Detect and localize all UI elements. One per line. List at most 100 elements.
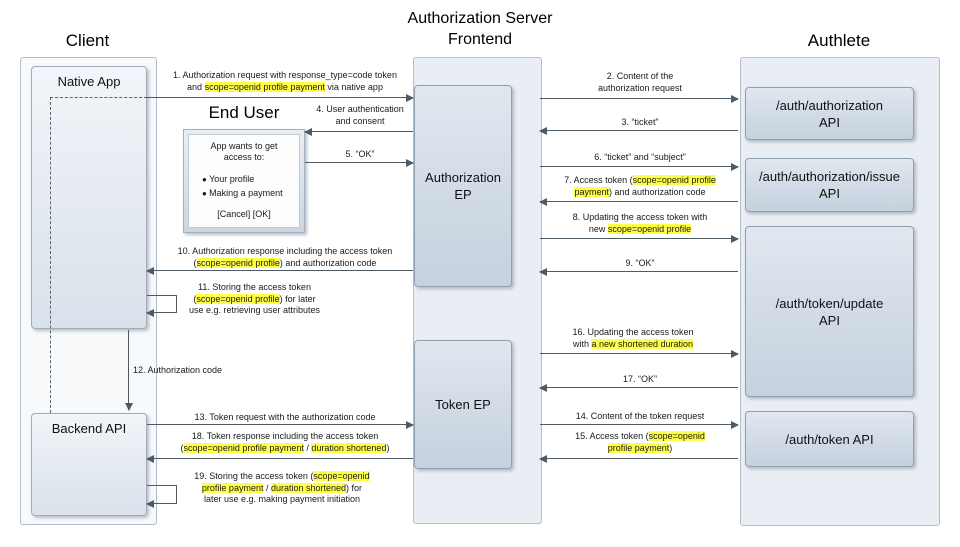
message-7-line2: payment) and authorization code [574,186,706,197]
authlete-label: Authlete [807,31,871,50]
message-10-line2: (scope=openid profile) and authorization… [193,257,377,268]
message-16-line2: with a new shortened duration [572,338,694,349]
consent-scope-list: Your profile Making a payment [202,173,299,200]
backend-api-box-label: Backend API [51,421,127,436]
auth-authorization-issue-api-box: /auth/authorization/issue API [745,158,914,212]
message-1-label: 1. Authorization request with response_t… [160,70,410,93]
message-8-line1: 8. Updating the access token with [572,212,708,222]
auth-authorization-issue-api-label: /auth/authorization/issue API [759,168,900,202]
message-15-label: 15. Access token (scope=openid profile p… [555,431,725,454]
message-17-label: 17. “OK” [555,374,725,386]
token-ep-box: Token EP [414,340,512,469]
message-19-line1: 19. Storing the access token (scope=open… [194,471,370,481]
message-6-arrow [540,162,739,171]
message-9-label: 9. “OK” [555,258,725,270]
consent-dialog-body: App wants to get access to: Your profile… [188,134,300,228]
consent-scope-item: Your profile [202,173,299,187]
message-16-arrow [540,349,739,358]
message-4-line2: and consent [335,115,385,126]
authorization-ep-box-label: Authorization EP [425,169,501,203]
message-15-line2: profile payment) [607,442,673,453]
message-9-arrow [539,267,738,276]
message-19-line2: profile payment / duration shortened) fo… [201,482,363,493]
message-5-line1: 5. “OK” [345,149,375,159]
message-2-line2: authorization request [597,82,683,93]
message-18-arrow [146,454,413,463]
message-1-arrow [147,93,414,102]
message-10-arrow [146,266,413,275]
message-11-line3: use e.g. retrieving user attributes [188,305,321,315]
message-14-label: 14. Content of the token request [555,411,725,423]
message-6-label: 6. “ticket” and “subject” [555,152,725,164]
consent-scope-item: Making a payment [202,187,299,201]
message-19-label: 19. Storing the access token (scope=open… [178,471,386,506]
message-6-line1: 6. “ticket” and “subject” [594,152,686,162]
message-8-label: 8. Updating the access token with new sc… [548,212,732,235]
message-7-label: 7. Access token (scope=openid profile pa… [548,175,732,198]
native-app-box-label: Native App [57,74,121,89]
message-7-arrow [539,197,738,206]
message-10-label: 10. Authorization response including the… [160,246,410,269]
message-1-line2: and scope=openid profile payment via nat… [187,81,383,92]
auth-authorization-issue-api-line2: API [819,186,840,201]
native-app-box: Native App [31,66,147,329]
message-18-line2: (scope=openid profile payment / duration… [180,442,390,453]
message-8-arrow [540,234,739,243]
message-4-line1: 4. User authentication [316,104,404,114]
auth-authorization-api-line1: /auth/authorization [776,97,883,113]
message-4-arrow [304,127,413,136]
message-13-label: 13. Token request with the authorization… [160,412,410,424]
backend-api-box: Backend API [31,413,147,516]
auth-authorization-api-label: /auth/authorization API [776,97,883,131]
end-user-label: End User [208,103,280,122]
message-11-line2: (scope=openid profile) for later [193,293,316,304]
message-5-label: 5. “OK” [310,149,410,161]
consent-dialog: App wants to get access to: Your profile… [183,129,305,233]
diagram-title-line2: Frontend [447,31,513,48]
auth-token-update-api-box: /auth/token/update API [745,226,914,397]
authorization-ep-line1: Authorization [425,170,501,185]
auth-token-api-box: /auth/token API [745,411,914,467]
native-app-lifeline [50,97,51,413]
message-15-arrow [539,454,738,463]
auth-authorization-api-line2: API [819,114,840,130]
message-1-line1: 1. Authorization request with response_t… [173,70,397,80]
auth-token-api-label: /auth/token API [785,431,874,447]
auth-token-update-api-label: /auth/token/update API [776,295,884,329]
message-19-self-loop [146,485,177,508]
message-2-arrow [540,94,739,103]
message-11-label: 11. Storing the access token (scope=open… [177,282,332,317]
message-11-line1: 11. Storing the access token [198,282,311,292]
message-4-label: 4. User authentication and consent [310,104,410,127]
diagram-title-line1: Authorization Server [407,10,553,27]
message-13-line1: 13. Token request with the authorization… [194,412,376,422]
message-12-line1: 12. Authorization code [133,365,223,375]
message-16-line1: 16. Updating the access token [572,327,694,337]
message-18-label: 18. Token response including the access … [155,431,415,454]
message-14-arrow [540,420,739,429]
consent-dialog-buttons: [Cancel] [OK] [217,209,271,219]
message-7-line1: 7. Access token (scope=openid profile [564,175,716,185]
message-15-line1: 15. Access token (scope=openid [575,431,705,441]
message-5-arrow [305,158,414,167]
authorization-ep-box: Authorization EP [414,85,512,287]
auth-token-update-api-line2: API [819,312,840,328]
message-12-arrow [124,330,133,411]
client-label: Client [65,31,110,50]
message-3-line1: 3. “ticket” [621,117,659,127]
message-14-line1: 14. Content of the token request [575,411,705,421]
message-13-arrow [147,420,414,429]
auth-authorization-api-box: /auth/authorization API [745,87,914,140]
message-17-arrow [539,383,738,392]
message-2-line1: 2. Content of the [606,71,674,81]
message-11-self-loop [146,295,177,317]
message-19-line3: later use e.g. making payment initiation [203,494,361,504]
message-2-label: 2. Content of the authorization request [555,71,725,94]
message-3-label: 3. “ticket” [555,117,725,129]
authorization-ep-line2: EP [454,187,472,202]
message-12-label: 12. Authorization code [133,365,243,377]
message-16-label: 16. Updating the access token with a new… [548,327,718,350]
native-app-lifeline-horizontal [50,97,147,98]
diagram-title: Authorization Server Frontend [360,8,600,50]
